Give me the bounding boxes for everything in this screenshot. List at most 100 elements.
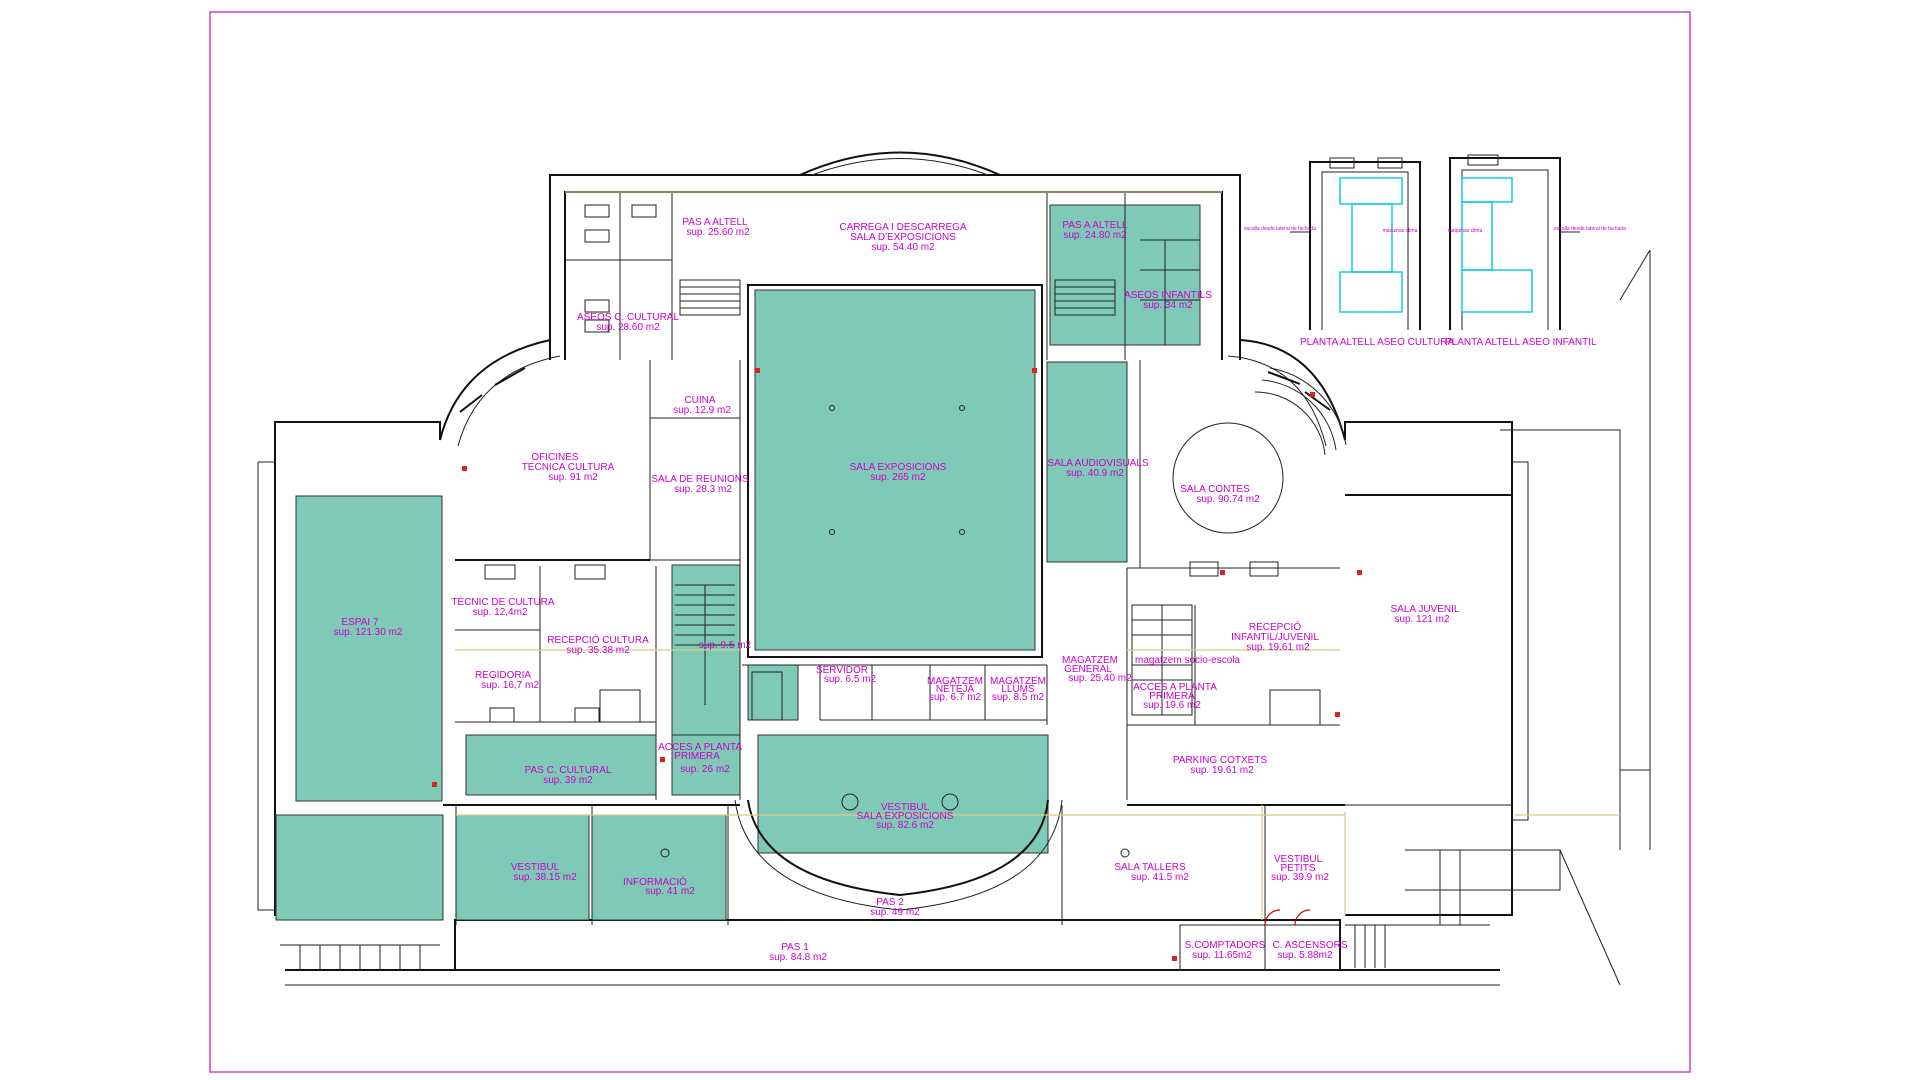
label-carrega-name2: SALA D'EXPOSICIONS bbox=[850, 232, 956, 243]
label-informacio-name: INFORMACIÓ bbox=[623, 875, 687, 888]
label-magatzem-neteja-name2: NETEJA bbox=[936, 684, 975, 695]
label-ascensors-area: sup. 5.88m2 bbox=[1277, 950, 1332, 961]
label-sala-tallers-area: sup. 41.5 m2 bbox=[1131, 872, 1189, 883]
highlighted-areas bbox=[275, 204, 1201, 921]
label-espai7-area: sup. 121.30 m2 bbox=[334, 627, 403, 638]
label-magatzem-general-name: MAGATZEM bbox=[1062, 655, 1118, 666]
detail-infantil-maquinas: maquinas clima bbox=[1448, 228, 1483, 234]
sala-contes-circle bbox=[1172, 422, 1284, 534]
room-fill-espai7 bbox=[295, 495, 443, 802]
label-pas-cultural-name: PAS C. CULTURAL bbox=[525, 765, 612, 776]
label-recepcio-infantil-name: RECEPCIÓ bbox=[1249, 620, 1301, 633]
detail-altell-cultura: maquinas clima escalla desde lateral de … bbox=[1244, 157, 1421, 330]
label-parking-area: sup. 19.61 m2 bbox=[1190, 765, 1254, 776]
label-magatzem-neteja-area: sup. 6.7 m2 bbox=[929, 692, 982, 703]
label-espai7-name: ESPAI 7 bbox=[341, 617, 378, 628]
room-fill-informacio bbox=[591, 814, 727, 921]
label-servidor-name: SERVIDOR bbox=[816, 665, 868, 676]
label-sala-exposicions-area: sup. 265 m2 bbox=[870, 472, 925, 483]
label-carrega-name: CARREGA I DESCARREGA bbox=[839, 222, 967, 233]
label-aseos-infantils-area: sup. 34 m2 bbox=[1143, 300, 1193, 311]
label-tecnic-cultura-name: TÈCNIC DE CULTURA bbox=[451, 595, 554, 608]
label-acces-planta-dreta-area: sup. 19.6 m2 bbox=[1143, 700, 1201, 711]
label-vestibul-expo-area: sup. 82.6 m2 bbox=[876, 820, 934, 831]
label-sala-juvenil-name: SALA JUVENIL bbox=[1391, 604, 1460, 615]
label-aseos-cultural-area: sup. 28.60 m2 bbox=[596, 322, 660, 333]
label-oficines-name2: TECNICA CULTURA bbox=[522, 462, 615, 473]
label-recepcio-cultura-name: RECEPCIÓ CULTURA bbox=[547, 633, 649, 646]
label-cuina-area: sup. 12.9 m2 bbox=[673, 405, 731, 416]
curved-windows bbox=[459, 367, 1331, 413]
label-pas-altell-1-area: sup. 25.60 m2 bbox=[686, 227, 750, 238]
label-aseos-infantils-name: ASEOS INFANTILS bbox=[1124, 290, 1212, 301]
label-servidor-area: sup. 6.5 m2 bbox=[824, 674, 877, 685]
markers bbox=[432, 368, 1362, 961]
accent-lines bbox=[455, 191, 1620, 920]
label-cuina-name: CUINA bbox=[684, 395, 715, 406]
label-magatzem-llums-area: sup. 8.5 m2 bbox=[992, 692, 1045, 703]
label-recepcio-infantil-name2: INFANTIL/JUVENIL bbox=[1231, 632, 1319, 643]
label-vestibul-petits-area: sup. 39.9 m2 bbox=[1271, 872, 1329, 883]
label-magatzem-neteja-name: MAGATZEM bbox=[927, 676, 983, 687]
label-sala-reunions-area: sup. 28.3 m2 bbox=[674, 484, 732, 495]
label-regidoria-name: REGIDORIA bbox=[475, 670, 531, 681]
room-fill-pas-altell-2 bbox=[1049, 204, 1126, 346]
label-magatzem-socio: magatzem socio-escola bbox=[1135, 655, 1240, 666]
label-pas2-name: PAS 2 bbox=[876, 897, 904, 908]
room-fill-acces-esq bbox=[671, 734, 741, 796]
label-sala-reunions-name: SALA DE REUNIONS bbox=[651, 474, 749, 485]
label-oficines-name: OFICINES bbox=[531, 452, 579, 463]
room-fill-sala-exposicions bbox=[754, 289, 1036, 651]
label-sala-contes-name: SALA CONTES bbox=[1180, 484, 1250, 495]
label-magatzem-general-area: sup. 25.40 m2 bbox=[1068, 673, 1132, 684]
label-informacio-area: sup. 41 m2 bbox=[645, 886, 695, 897]
label-vestibul-expo-name: VESTIBUL bbox=[881, 802, 930, 813]
label-recepcio-infantil-area: sup. 19.61 m2 bbox=[1246, 642, 1310, 653]
label-sala-exposicions-name: SALA EXPOSICIONS bbox=[850, 462, 947, 473]
label-pas-altell-2-area: sup. 24.80 m2 bbox=[1063, 230, 1127, 241]
detail-cultura-maquinas: maquinas clima bbox=[1383, 228, 1418, 234]
label-sala-juvenil-area: sup. 121 m2 bbox=[1394, 614, 1449, 625]
label-vestibul-petits-name2: PETITS bbox=[1280, 863, 1315, 874]
label-comptadors-name: S.COMPTADORS bbox=[1185, 940, 1266, 951]
room-fill-ascensor bbox=[747, 664, 799, 721]
label-pas2-area: sup. 49 m2 bbox=[870, 907, 920, 918]
room-fill-audiovisuals bbox=[1046, 361, 1128, 563]
label-tecnic-cultura-area: sup. 12,4m2 bbox=[472, 607, 527, 618]
label-pas-altell-2-name: PAS A ALTELL bbox=[1062, 220, 1128, 231]
room-fill-vestibul-expo bbox=[757, 734, 1049, 854]
left-stairs bbox=[675, 584, 735, 705]
label-pas-cultural-area: sup. 39 m2 bbox=[543, 775, 593, 786]
room-fill-entrance bbox=[275, 814, 444, 921]
detail-altell-infantil: maquinas clima escalla desde lateral de … bbox=[1448, 154, 1626, 330]
label-pas1-area: sup. 84.8 m2 bbox=[769, 952, 827, 963]
label-pas-altell-1-name: PAS A ALTELL bbox=[682, 217, 748, 228]
label-ascensors-name: C. ASCENSORS bbox=[1272, 940, 1347, 951]
label-magatzem-llums-name2: LLUMS bbox=[1001, 684, 1035, 695]
label-sala-tallers-name: SALA TALLERS bbox=[1114, 862, 1186, 873]
north-stairs-right bbox=[1054, 279, 1116, 316]
detail-cultura-title: PLANTA ALTELL ASEO CULTURA bbox=[1300, 337, 1454, 348]
right-stairs bbox=[1131, 604, 1193, 716]
interior-walls bbox=[443, 192, 1512, 971]
label-comptadors-area: sup. 11.65m2 bbox=[1192, 950, 1252, 961]
label-carrega-area: sup. 54.40 m2 bbox=[871, 242, 935, 253]
label-escala-area: sup. 9.5 m2 bbox=[699, 640, 752, 651]
label-vestibul-area: sup. 38.15 m2 bbox=[513, 872, 577, 883]
label-magatzem-general-name2: GENERAL bbox=[1064, 664, 1112, 675]
label-vestibul-expo-name2: SALA EXPOSICIONS bbox=[857, 811, 954, 822]
detail-cultura-lateral: escalla desde lateral de fachada bbox=[1244, 226, 1316, 232]
label-acces-planta-esq-name: ACCES A PLANTA bbox=[658, 742, 742, 753]
detail-infantil-lateral: escalla desde lateral de fachada bbox=[1554, 226, 1626, 232]
label-acces-planta-dreta-name: ACCES A PLANTA bbox=[1133, 682, 1217, 693]
room-fill-aseos-infantils bbox=[1124, 204, 1201, 346]
label-magatzem-llums-name: MAGATZEM bbox=[990, 676, 1046, 687]
label-acces-planta-dreta-name2: PRIMERA bbox=[1149, 691, 1195, 702]
label-acces-planta-esq-name2: PRIMERA bbox=[674, 751, 720, 762]
label-vestibul-name: VESTIBUL bbox=[511, 862, 560, 873]
room-fill-pas-cultural bbox=[465, 734, 657, 796]
label-pas1-name: PAS 1 bbox=[781, 942, 809, 953]
label-sala-audiovisuals-area: sup. 40.9 m2 bbox=[1066, 468, 1124, 479]
label-recepcio-cultura-area: sup. 35.38 m2 bbox=[566, 645, 630, 656]
